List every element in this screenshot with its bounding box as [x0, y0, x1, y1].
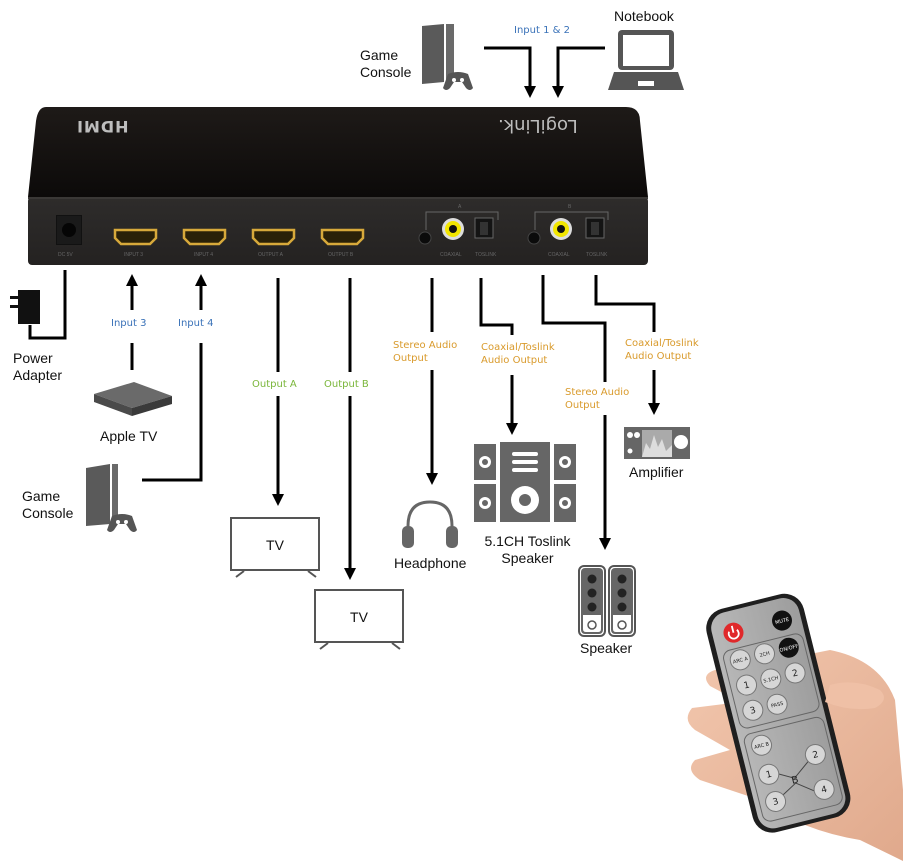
headphone-label: Headphone [394, 555, 467, 571]
notebook-icon [608, 30, 684, 90]
arrowhead-coax-b [648, 403, 660, 415]
line-power [28, 270, 67, 340]
arrowhead-output-b [344, 568, 356, 580]
port-label-toslink-a: TOSLINK [475, 252, 497, 258]
line-stereo-b [541, 275, 607, 382]
arrowhead-coax-a [506, 423, 518, 435]
port-label-dc: DC 5V [58, 252, 73, 258]
apple-tv-label: Apple TV [100, 428, 158, 444]
group-label-a: A [458, 204, 462, 210]
remote-btn-51ch: 5.1CH [763, 675, 779, 685]
line-coax-a [479, 278, 514, 335]
game-console-left-icon [86, 464, 137, 532]
remote-btn-a3: 3 [749, 706, 757, 717]
game-console-icon [422, 24, 473, 90]
hdmi-port-output-b [320, 228, 365, 246]
remote-btn-arc-b: ARC B [754, 741, 771, 751]
remote-btn-arc-a: ARC A [732, 656, 749, 666]
headphone-jack-b [527, 231, 541, 245]
port-label-coax-a: COAXIAL [440, 252, 462, 258]
headphone-jack-a [418, 231, 432, 245]
tv-b-stand [319, 642, 401, 650]
port-label-coax-b: COAXIAL [548, 252, 570, 258]
speaker-label: Speaker [580, 640, 633, 656]
output-b-label: Output B [324, 379, 369, 390]
line-input4 [142, 343, 203, 482]
hand-remote-photo: MUTE ARC A 2CH ON/OFF 1 5.1CH 2 3 PASS A… [687, 593, 903, 861]
input-4-label: Input 4 [178, 318, 214, 329]
input-1-2-label: Input 1 & 2 [514, 25, 570, 36]
arrowhead-input4 [195, 274, 207, 286]
port-label-output-b: OUTPUT B [328, 252, 354, 258]
apple-tv-icon [94, 382, 172, 416]
remote-btn-b1: 1 [765, 770, 773, 781]
line-coax-b [594, 275, 656, 332]
remote-btn-mute: MUTE [775, 617, 790, 626]
tv-a-icon: TV [230, 517, 320, 571]
remote-group-b-label: B [790, 774, 799, 786]
headphone-icon [402, 500, 458, 548]
remote-btn-a1: 1 [743, 680, 751, 691]
port-label-output-a: OUTPUT A [258, 252, 283, 258]
speaker-51-icon [474, 442, 576, 522]
remote-btn-b3: 3 [772, 797, 780, 808]
port-label-toslink-b: TOSLINK [586, 252, 608, 258]
tv-b-icon: TV [314, 589, 404, 643]
speaker-icon [578, 565, 636, 637]
remote-btn-a2: 2 [791, 668, 799, 679]
arrowhead-input3 [126, 274, 138, 286]
hdmi-port-output-a [251, 228, 296, 246]
input-3-label: Input 3 [111, 318, 147, 329]
amplifier-label: Amplifier [629, 464, 684, 480]
remote-btn-2ch: 2CH [759, 651, 771, 659]
remote-mute-button [772, 610, 793, 631]
hdmi-port-input4 [182, 228, 227, 246]
group-label-b: B [568, 204, 572, 210]
port-label-input4: INPUT 4 [194, 252, 214, 258]
remote-btn-b2: 2 [812, 750, 820, 761]
line-game-console-top [484, 46, 532, 88]
arrowhead-stereo-a [426, 473, 438, 485]
dc-power-port[interactable] [56, 215, 82, 245]
remote-btn-b4: 4 [820, 785, 828, 796]
arrowhead-stereo-b [599, 538, 611, 550]
port-label-input3: INPUT 3 [124, 252, 144, 258]
remote-btn-onoff: ON/OFF [779, 643, 799, 653]
arrowhead-input1 [524, 86, 536, 98]
hdmi-ports [113, 228, 365, 246]
hdmi-matrix-device: HDMI LogiLink. DC 5V INPUT 3 INPUT 4 OUT… [28, 105, 648, 265]
remote-btn-pass: PASS [771, 701, 785, 710]
notebook-label: Notebook [614, 8, 674, 24]
line-notebook [556, 46, 605, 88]
output-a-label: Output A [252, 379, 297, 390]
amplifier-icon [624, 427, 690, 459]
tv-a-stand [235, 570, 317, 578]
power-adapter-icon [10, 290, 40, 324]
arrowhead-output-a [272, 494, 284, 506]
arrowhead-input2 [552, 86, 564, 98]
hdmi-port-input3 [113, 228, 158, 246]
